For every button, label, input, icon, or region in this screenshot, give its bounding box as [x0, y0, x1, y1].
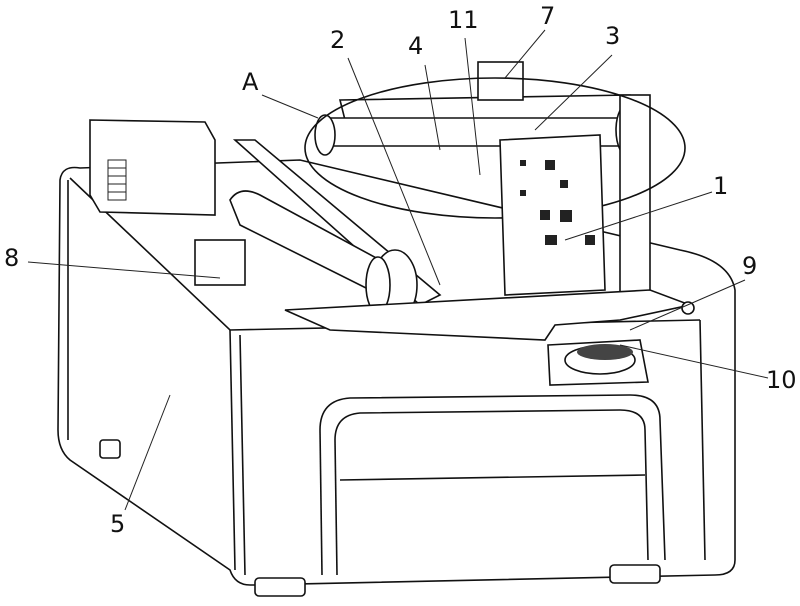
- belt-assembly: [194, 139, 442, 321]
- horizontal-pcb: [284, 289, 695, 386]
- leader-lines: [27, 29, 769, 511]
- callout-5: 5: [110, 510, 126, 538]
- callout-10: 10: [766, 366, 797, 394]
- callout-11: 11: [448, 6, 479, 34]
- callout-7: 7: [540, 2, 556, 30]
- callout-4: 4: [408, 32, 424, 60]
- callout-1: 1: [713, 172, 729, 200]
- detail-a-ellipse: [304, 77, 686, 219]
- callout-A: A: [242, 68, 259, 96]
- callout-2: 2: [330, 26, 346, 54]
- motor: [89, 119, 216, 216]
- vertical-pcb: [499, 134, 606, 296]
- drawer: [319, 394, 666, 576]
- print-head: [314, 61, 651, 296]
- callout-9: 9: [742, 252, 758, 280]
- callout-8: 8: [4, 244, 20, 272]
- callout-3: 3: [605, 22, 621, 50]
